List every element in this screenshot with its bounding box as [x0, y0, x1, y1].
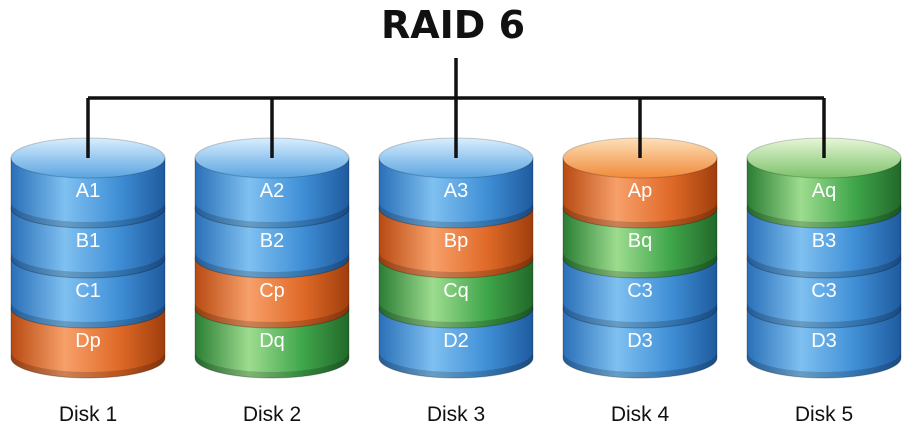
block-label: D3 [811, 330, 837, 352]
block-label: D3 [627, 330, 653, 352]
disk-2-block-4: Dq [194, 307, 350, 379]
disk-4-block-3: C3 [562, 257, 718, 329]
connector-lines [86, 58, 826, 158]
block-side [562, 207, 718, 279]
block-rim [195, 202, 349, 228]
disk-label: Disk 2 [243, 403, 301, 426]
disk-3-block-4: D2 [378, 307, 534, 379]
disk-2-block-3: Cp [194, 257, 350, 329]
block-side [378, 157, 534, 229]
block-side [378, 207, 534, 279]
block-rim [747, 302, 901, 328]
block-side [746, 157, 902, 229]
disk-3-block-3: Cq [378, 257, 534, 329]
disk-2-block-1: A2 [194, 137, 350, 229]
block-label: D2 [443, 330, 469, 352]
block-side [194, 157, 350, 229]
block-side [10, 257, 166, 329]
block-rim [747, 352, 901, 378]
disk-2-block-2: B2 [194, 207, 350, 279]
block-label: C3 [811, 280, 837, 302]
disk-1-block-4: Dp [10, 307, 166, 379]
block-label: C1 [75, 280, 101, 302]
block-rim [11, 352, 165, 378]
block-rim [11, 252, 165, 278]
block-rim [563, 202, 717, 228]
block-rim [11, 302, 165, 328]
block-label: A2 [260, 180, 284, 202]
block-label: Cp [259, 280, 285, 302]
block-rim [195, 352, 349, 378]
disk-5-block-3: C3 [746, 257, 902, 329]
block-label: Bq [628, 230, 652, 252]
diagram-title: RAID 6 [381, 3, 525, 47]
block-side [194, 207, 350, 279]
block-side [378, 307, 534, 379]
block-rim [747, 252, 901, 278]
block-rim [11, 202, 165, 228]
block-rim [563, 252, 717, 278]
block-side [746, 257, 902, 329]
disk-label: Disk 5 [795, 403, 853, 426]
block-side [746, 207, 902, 279]
block-side [562, 257, 718, 329]
disk-label: Disk 1 [59, 403, 117, 426]
block-rim [379, 352, 533, 378]
block-label: B1 [76, 230, 100, 252]
block-rim [379, 252, 533, 278]
block-label: Bp [444, 230, 468, 252]
block-rim [379, 302, 533, 328]
block-side [562, 307, 718, 379]
disk-label: Disk 3 [427, 403, 485, 426]
block-rim [563, 302, 717, 328]
block-label: B3 [812, 230, 836, 252]
disk-4-block-2: Bq [562, 207, 718, 279]
block-label: Cq [443, 280, 469, 302]
block-side [10, 207, 166, 279]
block-side [746, 307, 902, 379]
disk-1-block-3: C1 [10, 257, 166, 329]
disk-5-block-4: D3 [746, 307, 902, 379]
block-side [10, 157, 166, 229]
block-rim [195, 302, 349, 328]
disk-3-block-2: Bp [378, 207, 534, 279]
block-rim [747, 202, 901, 228]
block-side [194, 307, 350, 379]
block-side [378, 257, 534, 329]
block-side [562, 157, 718, 229]
block-rim [379, 202, 533, 228]
block-rim [563, 352, 717, 378]
block-label: Aq [812, 180, 836, 202]
block-label: Dq [259, 330, 285, 352]
block-label: C3 [627, 280, 653, 302]
disk-4-block-4: D3 [562, 307, 718, 379]
disk-1-block-1: A1 [10, 137, 166, 229]
block-label: A3 [444, 180, 468, 202]
block-rim [195, 252, 349, 278]
block-label: Dp [75, 330, 101, 352]
block-side [10, 307, 166, 379]
disk-5-block-2: B3 [746, 207, 902, 279]
block-label: B2 [260, 230, 284, 252]
block-side [194, 257, 350, 329]
disk-1-block-2: B1 [10, 207, 166, 279]
block-label: A1 [76, 180, 100, 202]
block-label: Ap [628, 180, 652, 202]
disk-label: Disk 4 [611, 403, 670, 426]
